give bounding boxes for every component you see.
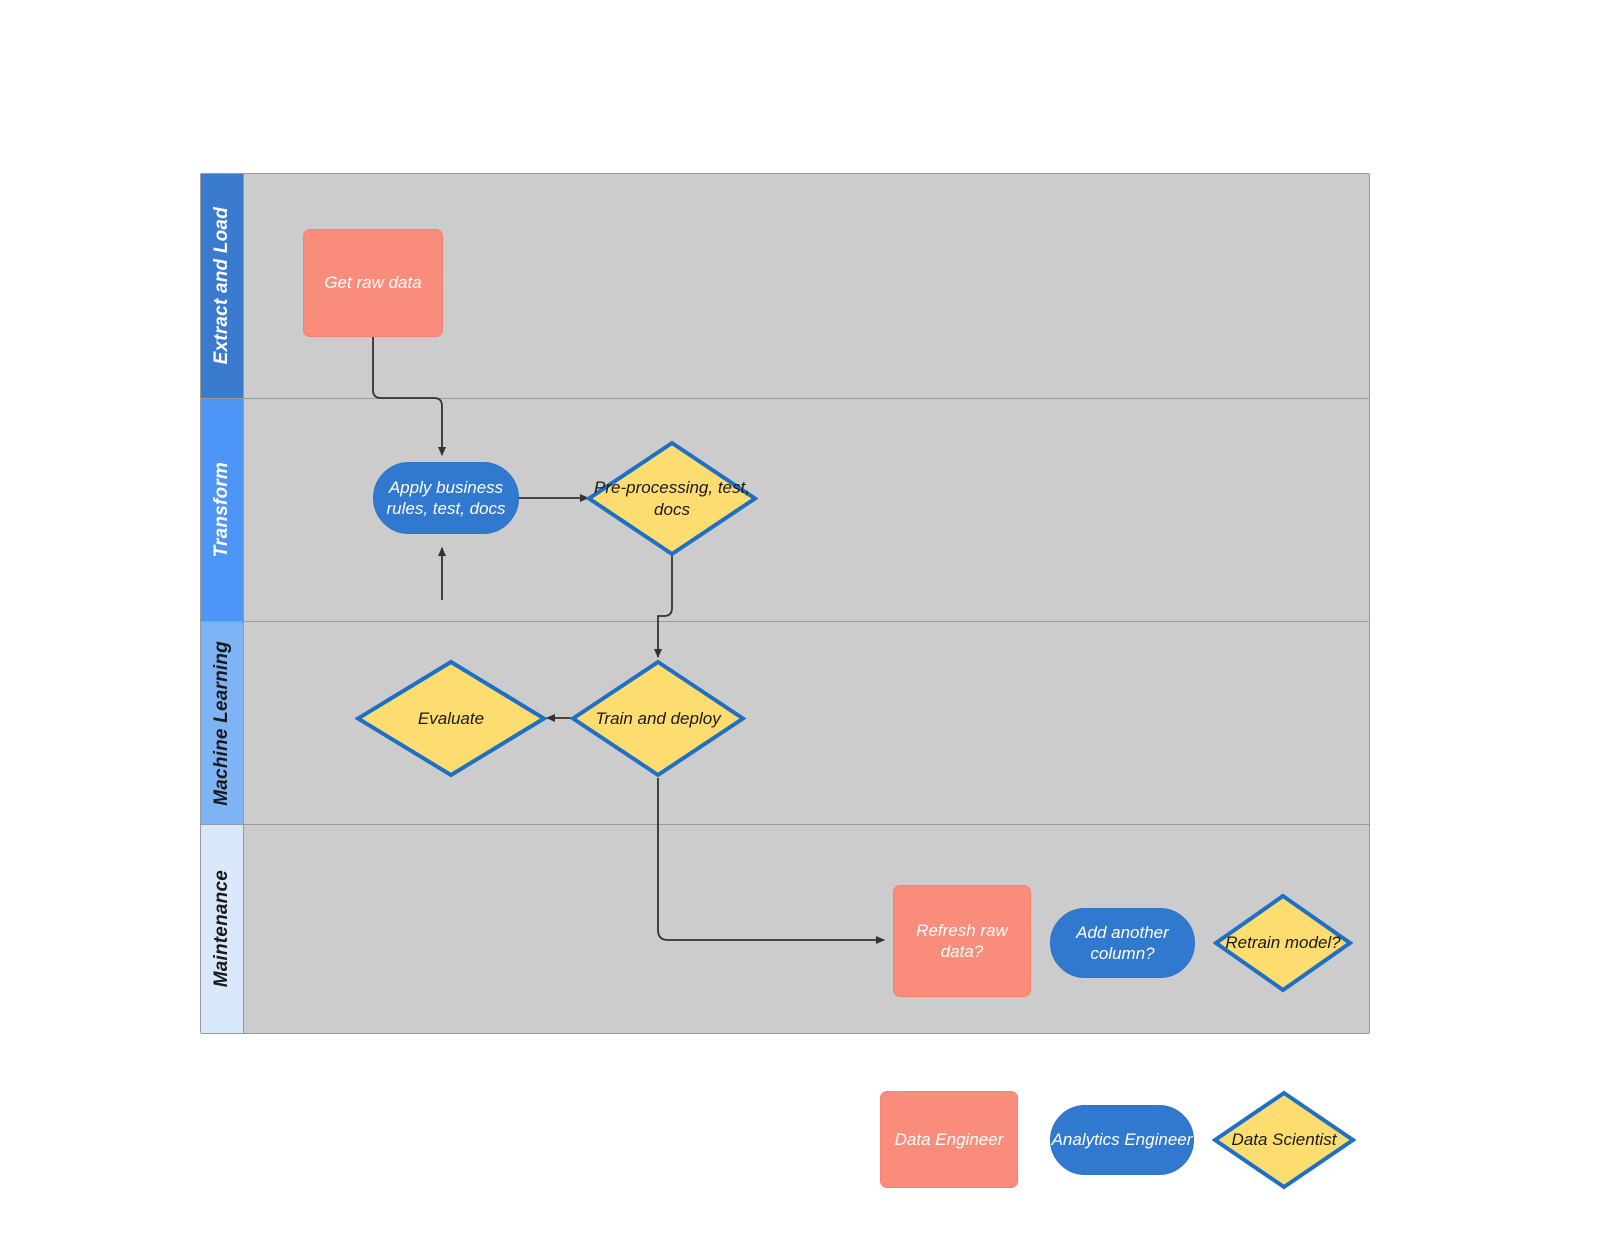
lane-maintenance: Maintenance xyxy=(201,825,1369,1033)
node-apply-business-rules[interactable]: Apply business rules, test, docs xyxy=(373,462,519,534)
node-label-refresh-raw-data: Refresh raw data? xyxy=(916,920,1008,961)
node-label-retrain-model: Retrain model? xyxy=(1225,933,1341,953)
lane-header-machine-learning[interactable]: Machine Learning xyxy=(201,622,244,824)
lane-label-extract-and-load: Extract and Load xyxy=(211,207,232,365)
node-refresh-raw-data[interactable]: Refresh raw data? xyxy=(893,885,1031,997)
lane-header-transform[interactable]: Transform xyxy=(201,399,244,621)
node-retrain-model[interactable]: Retrain model? xyxy=(1213,893,1353,993)
evaluate-diamond-shape xyxy=(355,659,547,778)
lane-extract-and-load: Extract and Load xyxy=(201,174,1369,399)
retrain-model-diamond-shape xyxy=(1213,893,1353,993)
node-add-another-column[interactable]: Add another column? xyxy=(1050,908,1195,978)
data-scientist-diamond-shape xyxy=(1212,1090,1356,1190)
legend-item-analytics-engineer: Analytics Engineer xyxy=(1050,1105,1194,1175)
node-label-apply-business-rules: Apply business rules, test, docs xyxy=(386,477,506,518)
lane-header-extract-and-load[interactable]: Extract and Load xyxy=(201,174,244,398)
node-label-pre-processing: Pre-processing, test, docs xyxy=(594,478,750,519)
lane-transform: Transform xyxy=(201,399,1369,622)
legend-label-data-scientist: Data Scientist xyxy=(1231,1130,1337,1150)
node-label-train-and-deploy: Train and deploy xyxy=(595,708,721,728)
node-pre-processing[interactable]: Pre-processing, test, docs xyxy=(586,440,758,557)
node-get-raw-data[interactable]: Get raw data xyxy=(303,229,443,337)
node-train-and-deploy[interactable]: Train and deploy xyxy=(570,659,746,778)
node-evaluate[interactable]: Evaluate xyxy=(355,659,547,778)
legend-item-data-scientist: Data Scientist xyxy=(1212,1090,1356,1190)
legend-label-data-engineer: Data Engineer xyxy=(894,1129,1004,1149)
lane-header-maintenance[interactable]: Maintenance xyxy=(201,825,244,1033)
pre-processing-diamond-shape xyxy=(586,440,758,557)
node-label-get-raw-data: Get raw data xyxy=(324,273,422,293)
legend-label-analytics-engineer: Analytics Engineer xyxy=(1051,1130,1193,1150)
lane-label-machine-learning: Machine Learning xyxy=(211,640,232,806)
legend: Data Engineer Analytics Engineer Data Sc… xyxy=(880,1088,1360,1190)
node-label-evaluate: Evaluate xyxy=(417,708,485,728)
lane-label-maintenance: Maintenance xyxy=(211,870,232,988)
legend-item-data-engineer: Data Engineer xyxy=(880,1091,1018,1188)
train-and-deploy-diamond-shape xyxy=(570,659,746,778)
node-label-add-another-column: Add another column? xyxy=(1076,922,1169,963)
lane-label-transform: Transform xyxy=(211,462,232,558)
